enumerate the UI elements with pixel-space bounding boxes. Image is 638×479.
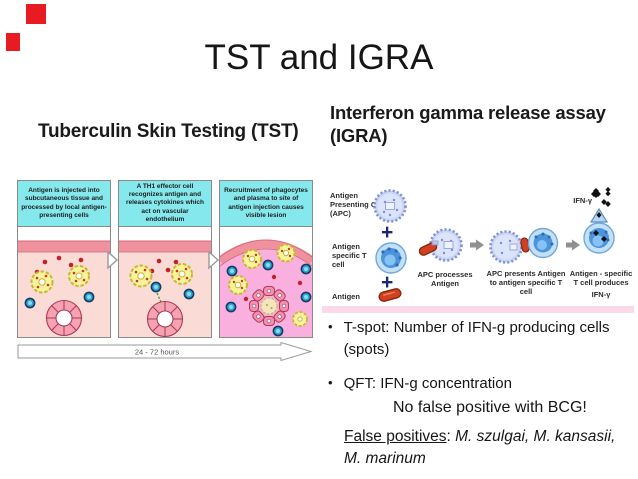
tst-panel-3-caption: Recruitment of phagocytes and plasma to … (220, 181, 312, 227)
ifn-gamma-top-label: IFN-γ (573, 196, 592, 205)
tst-panel-2: A TH1 effector cell recognizes antigen a… (118, 180, 212, 338)
igra-heading: Interferon gamma release assay (IGRA) (330, 102, 606, 147)
panel-chevron-icon (107, 250, 119, 270)
deco-red-square (26, 4, 46, 24)
bullet-text: T-spot: Number of IFN-g producing cells … (343, 319, 610, 358)
antigen-dots (243, 274, 303, 302)
plus-icon: + (381, 221, 394, 244)
tst-panel-3-art (220, 227, 312, 337)
ifn-molecules-icon (591, 187, 611, 207)
antigen-dots (34, 255, 84, 275)
tst-panel-3: Recruitment of phagocytes and plasma to … (219, 180, 313, 338)
plus-icon: + (381, 271, 394, 294)
tst-panel-1-art (18, 227, 110, 337)
apc-yellow-cell (30, 265, 90, 294)
bullet-item: • T-spot: Number of IFN-g producing cell… (328, 317, 613, 361)
false-positives-line: False positives: M. szulgai, M. kansasii… (344, 426, 636, 469)
apc-label: Antigen Presenting Cell (APC) (330, 191, 385, 218)
bullet-dot: • (328, 319, 333, 334)
step3-label: Antigen - specific T cell produces (569, 269, 633, 287)
antigen-label: Antigen (332, 292, 360, 301)
cytokine-arrow (156, 292, 162, 303)
false-positives-species: M. szulgai, M. kansasii, M. marinum (344, 428, 616, 467)
tst-panel-2-caption: A TH1 effector cell recognizes antigen a… (119, 181, 211, 227)
arrow-right-icon (566, 239, 580, 251)
tst-panel-2-art (119, 227, 211, 337)
producing-tcell-icon (583, 207, 615, 254)
apc-yellow-cell (129, 263, 193, 288)
tst-panel-1: Antigen is injected into subcutaneous ti… (17, 180, 111, 338)
inflamed-vessel (249, 286, 289, 326)
tcell-dot (183, 288, 195, 300)
step2-cells-icon (489, 227, 559, 264)
false-positives-label: False positives (344, 428, 447, 445)
step2-label: APC presents Antigen to antigen specific… (486, 269, 566, 296)
apc-cell-icon (373, 189, 407, 223)
tcell-icon (375, 242, 407, 274)
slide-title: TST and IGRA (204, 38, 434, 77)
tcell-dots (225, 259, 312, 337)
false-positives-separator: : (446, 428, 456, 445)
step1-cell-icon (418, 228, 463, 262)
deco-red-square (6, 33, 20, 51)
panel-chevron-icon (208, 250, 220, 270)
step3-ifn-label: IFN-γ (591, 290, 611, 299)
effector-tcell (150, 281, 162, 293)
timeline-label: 24 - 72 hours (135, 348, 179, 357)
apc-yellow-cell (228, 243, 308, 327)
tst-figure: Antigen is injected into subcutaneous ti… (17, 180, 313, 362)
arrow-right-icon (470, 239, 484, 251)
bullet-text: QFT: IFN-g concentration (343, 375, 512, 392)
antigen-rod-icon (378, 288, 402, 302)
tcell-dots (24, 291, 95, 309)
blood-vessel (146, 300, 184, 337)
bullet-dot: • (328, 375, 333, 390)
antigen-dots (149, 258, 179, 274)
tcell-label: Antigen specific T cell (332, 242, 367, 269)
tst-panel-1-caption: Antigen is injected into subcutaneous ti… (18, 181, 110, 227)
note-text: No false positive with BCG! (393, 399, 587, 416)
tst-heading: Tuberculin Skin Testing (TST) (38, 121, 299, 142)
timeline-arrow: 24 - 72 hours (17, 341, 313, 362)
bullet-item: • QFT: IFN-g concentration (328, 373, 613, 395)
step1-label: APC processes Antigen (417, 270, 473, 288)
blood-vessel (45, 299, 83, 337)
igra-figure: Antigen Presenting Cell (APC) + Antigen … (322, 185, 634, 313)
figure-bottom-strip (322, 306, 634, 313)
